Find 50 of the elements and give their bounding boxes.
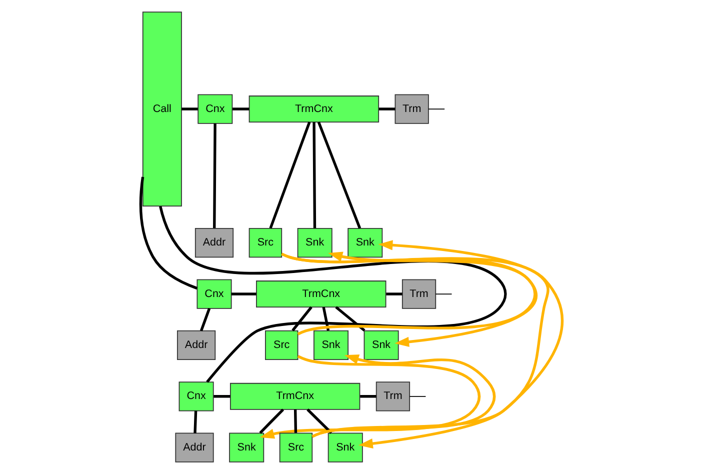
arrow	[259, 355, 480, 439]
node-box: Trm	[394, 94, 428, 124]
connector	[316, 122, 361, 229]
node-box: Cnx	[178, 382, 214, 412]
node-box: TrmCnx	[248, 96, 379, 122]
connector	[293, 410, 297, 433]
connector	[232, 108, 249, 110]
connector	[312, 122, 316, 228]
node-box: Call	[142, 12, 182, 206]
connector	[138, 176, 198, 290]
arrow	[311, 240, 549, 438]
connector	[268, 122, 310, 229]
connector	[158, 206, 506, 383]
connector	[334, 306, 365, 332]
node-box: Addr	[194, 228, 234, 258]
connector	[213, 395, 230, 398]
node-box: Src	[278, 432, 312, 462]
node-box: TrmCnx	[256, 280, 386, 308]
connector	[212, 124, 216, 228]
node-box: Cnx	[197, 94, 232, 124]
connector	[428, 108, 445, 110]
node-box: Addr	[176, 330, 216, 360]
node-box: Snk	[296, 228, 332, 258]
connector	[378, 108, 395, 110]
connector	[258, 408, 284, 434]
node-box: Snk	[313, 330, 348, 360]
connector	[408, 396, 426, 397]
connector	[230, 292, 256, 296]
node-box: TrmCnx	[229, 382, 360, 410]
connector	[360, 395, 376, 398]
connector	[306, 408, 332, 434]
node-box: Snk	[228, 432, 264, 462]
node-box: Cnx	[196, 279, 232, 309]
connector	[386, 292, 402, 296]
connector	[291, 306, 312, 332]
node-box: Src	[264, 330, 298, 360]
connector	[199, 308, 210, 332]
node-box: Trm	[375, 382, 410, 412]
connector	[322, 306, 330, 331]
node-box: Addr	[174, 432, 214, 462]
arrow	[280, 252, 563, 449]
node-box: Snk	[363, 330, 398, 360]
arrow	[296, 252, 536, 336]
node-box: Trm	[401, 279, 436, 309]
connector	[181, 108, 198, 110]
node-box: Snk	[327, 432, 362, 462]
connector	[193, 410, 197, 434]
node-box: Src	[248, 228, 282, 258]
node-box: Snk	[347, 228, 382, 258]
arrow	[311, 354, 496, 438]
